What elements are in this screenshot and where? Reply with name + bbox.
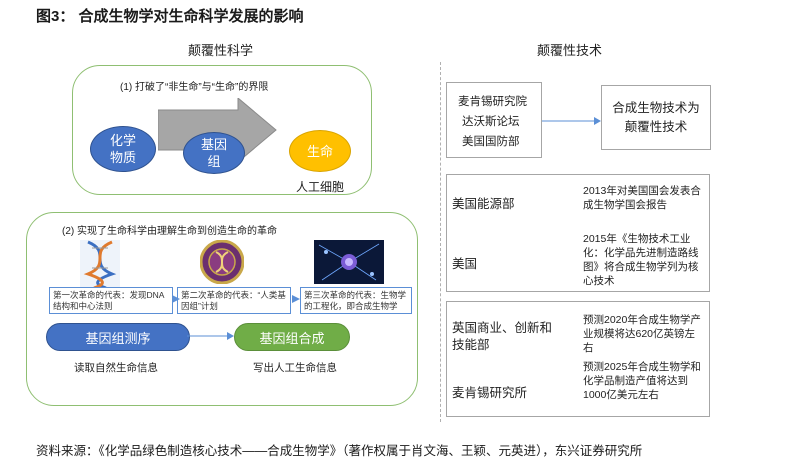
circle-chemical: 化学 物质 [90, 126, 156, 172]
cell-network-image [314, 240, 384, 284]
arrow-right-icon [292, 295, 300, 303]
org-dod: 美国国防部 [462, 136, 520, 148]
arrow-right-icon [187, 332, 234, 340]
desc-doe: 2013年对美国国会发表合成生物学国会报告 [583, 185, 701, 211]
arrow-right-icon [542, 117, 601, 125]
box1-label: (1) 打破了“非生命”与“生命”的界限 [120, 82, 269, 93]
under-sequencing: 读取自然生命信息 [74, 362, 158, 374]
pill-genome-synthesis: 基因组合成 [234, 323, 350, 351]
org-doe: 美国能源部 [452, 197, 515, 211]
org-mckinsey: 麦肯锡研究院 [458, 96, 527, 108]
group3-box [446, 301, 710, 417]
group2-box [446, 174, 710, 292]
under-synthesis: 写出人工生命信息 [253, 362, 337, 374]
artificial-cell-caption: 人工细胞 [296, 180, 345, 194]
box2-label: (2) 实现了生命科学由理解生命到创造生命的革命 [62, 226, 277, 237]
source-footer: 资料来源：《化学品绿色制造核心技术——合成生物学》（著作权属于肖文海、王颖、元英… [36, 444, 643, 458]
dna-image [80, 240, 120, 288]
circle-genome: 基因 组 [183, 132, 245, 174]
desc-uk-bis: 预测2020年合成生物学产业规模将达620亿英镑左右 [583, 314, 701, 354]
desc-usa: 2015年《生物技术工业化：化学品先进制造路线图》将合成生物学列为核心技术 [583, 233, 699, 287]
figure-title: 图3： 合成生物学对生命科学发展的影响 [36, 8, 304, 25]
org-davos: 达沃斯论坛 [462, 116, 520, 128]
org-mckinsey-2: 麦肯锡研究所 [452, 386, 528, 400]
result-box: 合成生物技术为 颠覆性技术 [601, 85, 711, 150]
seal-image [200, 240, 244, 284]
orgs-box [446, 82, 542, 158]
org-uk-bis: 英国商业、创新和技能部 [452, 321, 553, 352]
desc-mckinsey-2: 预测2025年合成生物学和化学品制造产值将达到1000亿美元左右 [583, 361, 701, 401]
arrow-right-icon [172, 295, 180, 303]
left-header: 颠覆性科学 [188, 43, 254, 58]
org-usa: 美国 [452, 257, 478, 271]
caption-first-revolution: 第一次革命的代表：发现DNA结构和中心法则 [49, 287, 173, 314]
section-divider [440, 62, 441, 422]
right-header: 颠覆性技术 [537, 43, 603, 58]
caption-second-revolution: 第二次革命的代表：“人类基因组”计划 [177, 287, 291, 314]
caption-third-revolution: 第三次革命的代表：生物学的工程化，即合成生物学 [300, 287, 412, 314]
pill-genome-sequencing: 基因组测序 [46, 323, 190, 351]
circle-life: 生命 [289, 130, 351, 172]
